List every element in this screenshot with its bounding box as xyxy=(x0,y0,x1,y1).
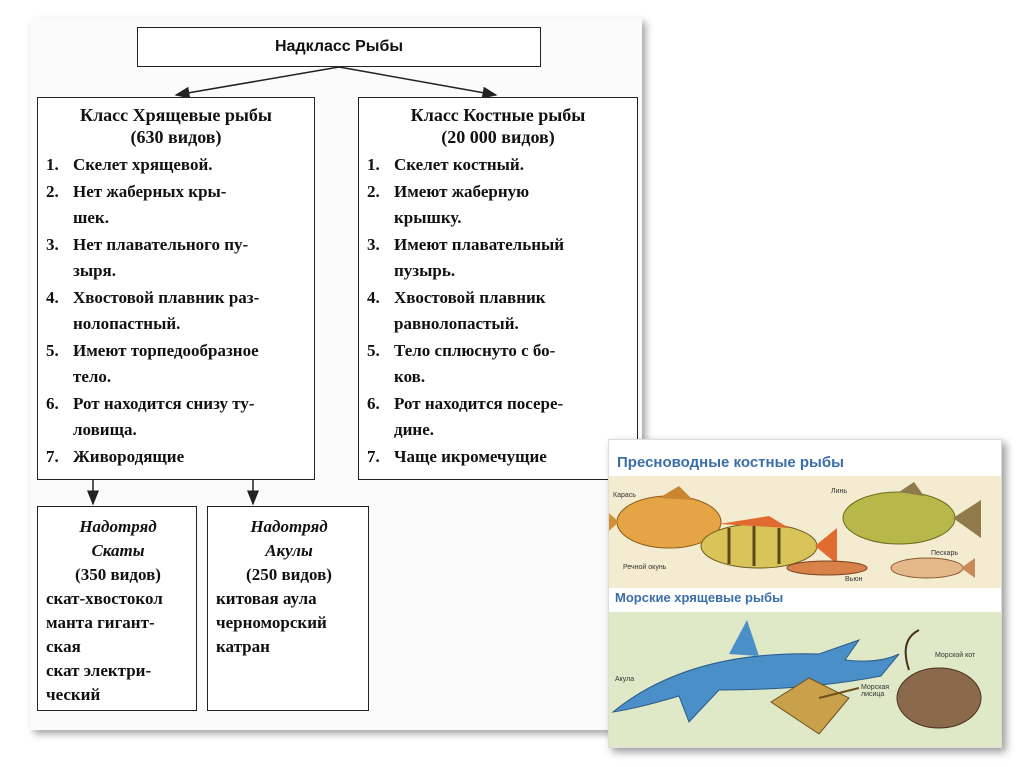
trait-item: 2.Имеют жаберную крышку. xyxy=(367,181,530,228)
label-lin: Линь xyxy=(831,488,848,495)
sharks-count: (250 видов) xyxy=(246,565,332,584)
perch-fish-icon xyxy=(700,516,837,569)
rays-name: Надотряд Скаты xyxy=(79,517,157,560)
trait-item: 1.Скелет хрящевой. xyxy=(46,155,213,174)
label-akula: Акула xyxy=(615,676,635,683)
tench-fish-icon xyxy=(842,482,981,545)
trait-item: 1.Скелет костный. xyxy=(367,155,524,174)
trait-item: 6.Рот находится посере- дине. xyxy=(367,393,564,440)
trait-item: 4.Хвостовой плавник раз- нолопастный. xyxy=(46,287,260,334)
skate-fish-icon xyxy=(770,677,860,735)
cartilaginous-count: (630 видов) xyxy=(130,127,222,147)
label-karas: Карась xyxy=(613,492,636,499)
cartilaginous-class-box: Класс Хрящевые рыбы (630 видов) 1.Скелет… xyxy=(37,97,315,480)
trait-item: 3.Имеют плавательный пузырь. xyxy=(367,234,565,281)
fish-drawing xyxy=(609,476,1001,747)
trait-item: 5.Тело сплюснуто с бо- ков. xyxy=(367,340,556,387)
label-lisica: Морская лисица xyxy=(861,684,890,698)
cartilaginous-title: Класс Хрящевые рыбы xyxy=(80,105,272,125)
marine-caption: Морские хрящевые рыбы xyxy=(615,590,784,605)
fish-illustration: Пресноводные костные рыбы Морские хрящев… xyxy=(608,439,1002,748)
freshwater-caption: Пресноводные костные рыбы xyxy=(617,454,844,471)
sharks-species: китовая аула черноморский катран xyxy=(216,589,327,656)
superclass-box: Надкласс Рыбы xyxy=(137,27,541,67)
crucian-fish-icon xyxy=(609,486,722,549)
trait-item: 6.Рот находится снизу ту- ловища. xyxy=(46,393,255,440)
label-vyun: Вьюн xyxy=(845,576,863,583)
trait-item: 3.Нет плавательного пу- зыря. xyxy=(46,234,249,281)
trait-item: 5.Имеют торпедообразное тело. xyxy=(46,340,259,387)
gudgeon-fish-icon xyxy=(890,557,975,579)
bony-title: Класс Костные рыбы xyxy=(410,105,586,125)
bony-class-box: Класс Костные рыбы (20 000 видов) 1.Скел… xyxy=(358,97,638,480)
trait-item: 7.Живородящие xyxy=(46,446,185,466)
label-okun: Речной окунь xyxy=(623,564,667,571)
sharks-superorder-box: Надотряд Акулы (250 видов) китовая аула … xyxy=(207,506,369,711)
shark-fish-icon xyxy=(611,620,900,723)
loach-fish-icon xyxy=(786,560,868,576)
label-peskar: Пескарь xyxy=(931,550,959,557)
superclass-title: Надкласс Рыбы xyxy=(275,38,403,55)
rays-superorder-box: Надотряд Скаты (350 видов) скат-хвостоко… xyxy=(37,506,197,711)
trait-item: 7.Чаще икромечущие xyxy=(367,446,547,466)
label-kot: Морской кот xyxy=(935,652,976,659)
bony-count: (20 000 видов) xyxy=(441,127,555,147)
rays-species: скат-хвостокол манта гигант- ская скат э… xyxy=(46,589,163,704)
rays-count: (350 видов) xyxy=(75,565,161,584)
sharks-name: Надотряд Акулы xyxy=(250,517,328,560)
stingray-fish-icon xyxy=(896,629,982,729)
trait-item: 4.Хвостовой плавник равнолопастый. xyxy=(367,287,546,334)
trait-item: 2.Нет жаберных кры- шек. xyxy=(46,181,227,228)
